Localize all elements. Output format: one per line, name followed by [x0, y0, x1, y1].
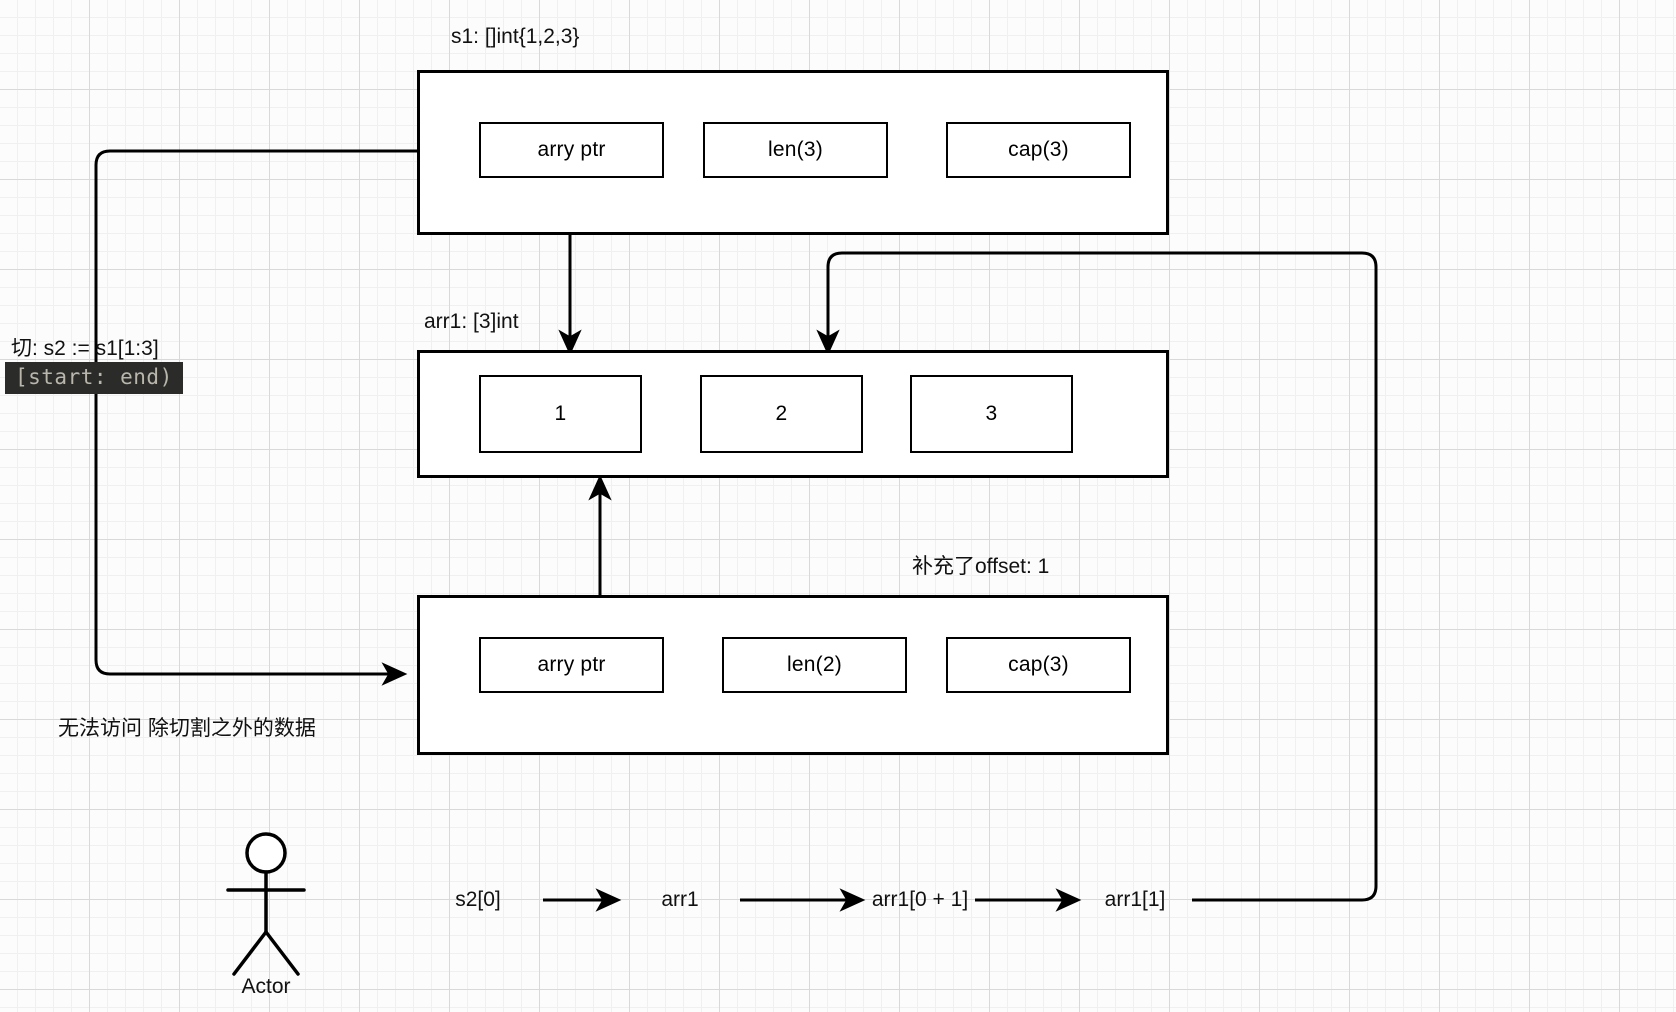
actor-figure [226, 832, 306, 976]
arr1-cell-0: 1 [479, 375, 642, 453]
arr1-cell-2: 3 [910, 375, 1073, 453]
s2-field-len-label: len(2) [787, 653, 842, 676]
s2-field-cap: cap(3) [946, 637, 1131, 693]
arr1-cell-2-label: 3 [985, 402, 998, 425]
s1-field-cap-label: cap(3) [1008, 138, 1069, 161]
s2-field-cap-label: cap(3) [1008, 653, 1069, 676]
flow-node-arr1-0-plus-1: arr1[0 + 1] [871, 888, 969, 911]
s2-field-len: len(2) [722, 637, 907, 693]
s1-field-len: len(3) [703, 122, 888, 178]
offset-note-label: 补充了offset: 1 [912, 555, 1050, 578]
flow-node-s2-0: s2[0] [455, 888, 501, 911]
range-syntax-chip: [start: end) [5, 362, 183, 394]
s1-field-arry-ptr: arry ptr [479, 122, 664, 178]
arr1-title-label: arr1: [3]int [424, 310, 519, 333]
arr1-cell-1: 2 [700, 375, 863, 453]
slice-expression-note: 切: s2 := s1[1:3] [11, 337, 159, 360]
actor-caption: Actor [241, 975, 291, 998]
flow-node-arr1: arr1 [661, 888, 699, 911]
flow-node-arr1-1: arr1[1] [1104, 888, 1166, 911]
s1-field-len-label: len(3) [768, 138, 823, 161]
s1-field-arry-ptr-label: arry ptr [537, 138, 606, 161]
s1-title-label: s1: []int{1,2,3} [451, 25, 580, 48]
s2-field-arry-ptr: arry ptr [479, 637, 664, 693]
no-access-note: 无法访问 除切割之外的数据 [58, 717, 316, 740]
edge-s1-to-s2-header [94, 149, 417, 686]
arr1-cell-0-label: 1 [554, 402, 567, 425]
arr1-cell-1-label: 2 [775, 402, 788, 425]
s1-field-cap: cap(3) [946, 122, 1131, 178]
s2-field-arry-ptr-label: arry ptr [537, 653, 606, 676]
